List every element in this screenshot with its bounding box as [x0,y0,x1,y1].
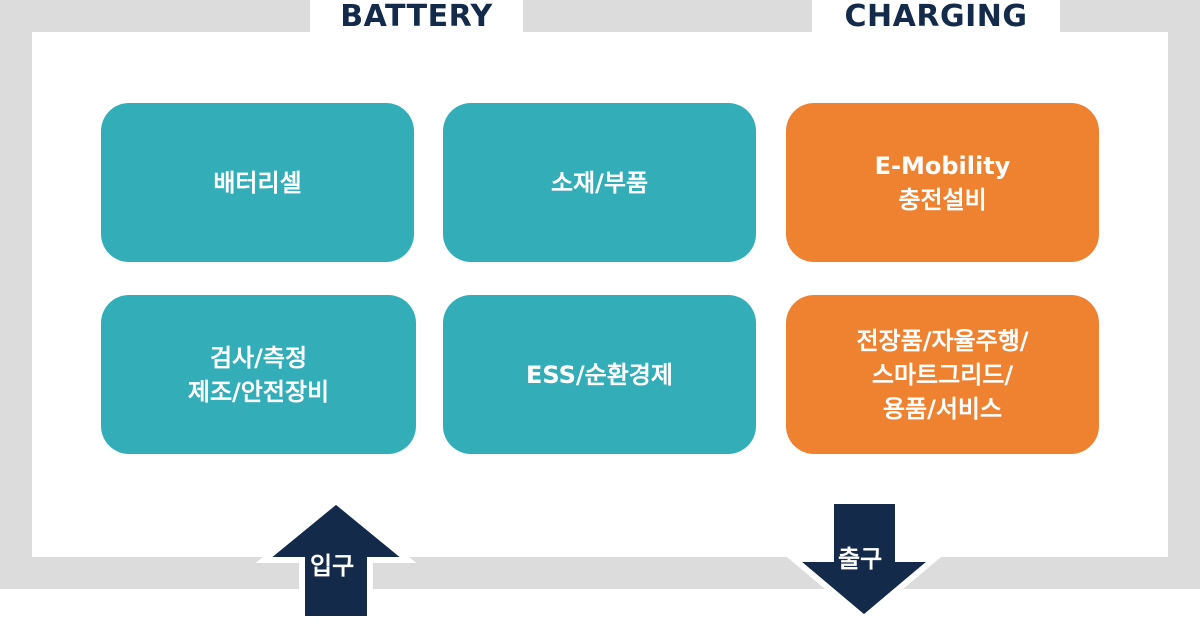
zone-label: 전장품/자율주행/ [856,326,1029,355]
zone-emobility-charging[interactable]: E-Mobility 충전설비 [786,103,1099,262]
zone-battery-cell[interactable]: 배터리셀 [101,103,414,262]
zone-label: 용품/서비스 [882,394,1003,423]
zone-label: 제조/안전장비 [187,377,330,406]
zone-electronics-services[interactable]: 전장품/자율주행/스마트그리드/용품/서비스 [786,295,1099,454]
zone-label: 충전설비 [898,185,987,214]
exit-label: 출구 [838,545,883,573]
section-label-battery: BATTERY [310,0,523,34]
zone-label: 배터리셀 [213,168,302,197]
entrance-arrow-icon [255,497,417,622]
exit-arrow-icon [785,498,943,622]
entrance-label: 입구 [310,552,355,580]
zone-label: 소재/부품 [550,168,649,197]
section-label-charging: CHARGING [812,0,1060,34]
zone-label: ESS/순환경제 [526,360,673,389]
zone-label: E-Mobility [874,151,1011,180]
zone-ess-circular[interactable]: ESS/순환경제 [443,295,756,454]
zone-label: 검사/측정 [209,343,308,372]
zone-label: 스마트그리드/ [871,360,1014,389]
zone-materials-parts[interactable]: 소재/부품 [443,103,756,262]
